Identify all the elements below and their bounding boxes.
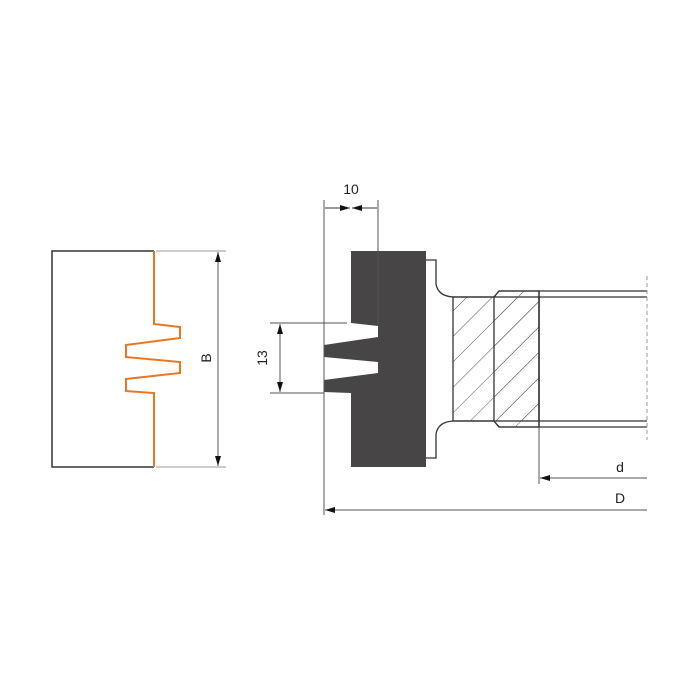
cutter-body xyxy=(324,251,426,467)
dimension-b-label: B xyxy=(198,353,214,362)
dimension-d-label: d xyxy=(616,459,624,475)
workpiece-outline xyxy=(51,250,154,468)
dimension-d: d xyxy=(538,427,647,484)
cutter-hub xyxy=(426,259,648,459)
dimension-10: 10 xyxy=(323,181,379,515)
dimension-10-label: 10 xyxy=(343,181,359,197)
dimension-D: D xyxy=(325,490,647,513)
dimension-D-label: D xyxy=(615,490,625,506)
workpiece-profile xyxy=(51,250,181,468)
joint-profile-line xyxy=(125,251,181,467)
dimension-13-label: 13 xyxy=(254,350,270,366)
dimension-b: B xyxy=(156,250,226,468)
dimension-13: 13 xyxy=(254,322,347,394)
